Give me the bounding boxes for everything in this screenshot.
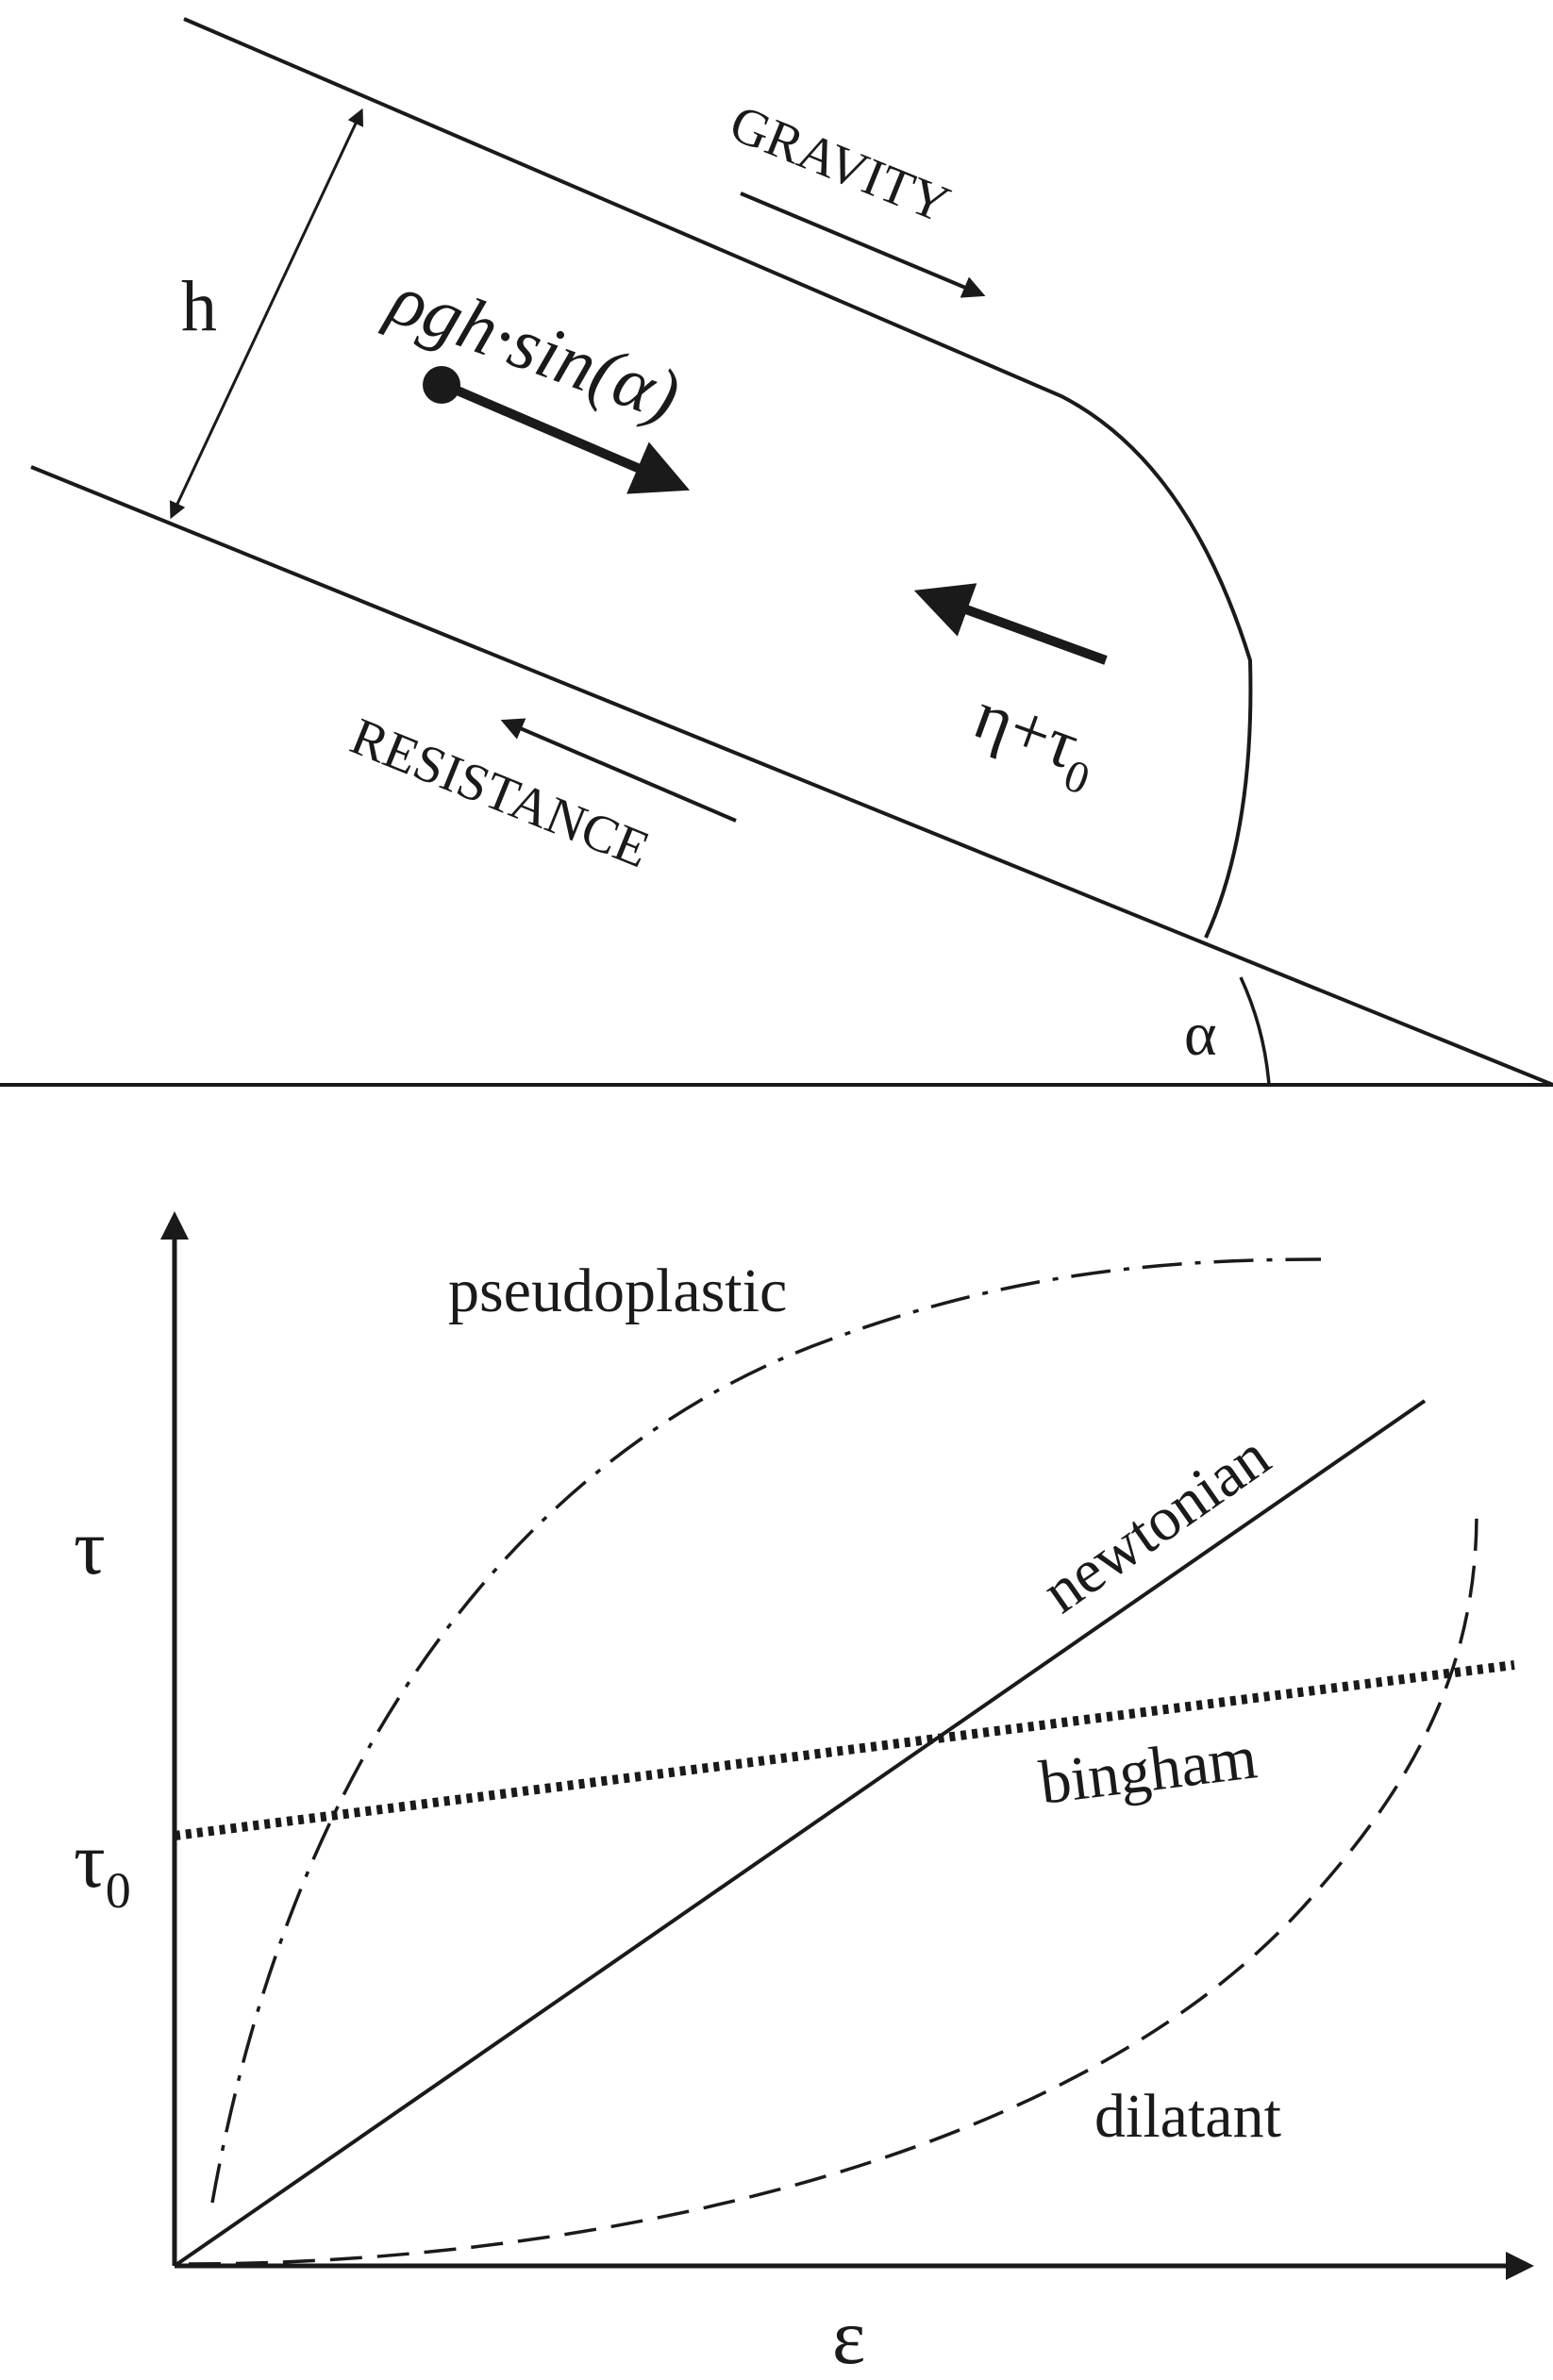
gravity-arrow (740, 191, 986, 298)
y-axis-label: τ (74, 1504, 106, 1591)
slope-bed-line (30, 465, 1553, 1087)
gravity-label: GRAVITY (722, 94, 958, 235)
slope-angle-label: α (1184, 1000, 1217, 1069)
y-tick-label-tau0: τ0 (74, 1817, 131, 1919)
y-tick-subscript: 0 (106, 1862, 131, 1919)
series-pseudoplastic-label: pseudoplastic (448, 1257, 787, 1325)
y-tick-base: τ (74, 1817, 106, 1905)
slope-flow-diagram: α h GRAVITY ρgh·sin(α) η+τ0 RESISTANCE (0, 17, 1553, 1087)
series-bingham-label: bingham (1036, 1723, 1261, 1818)
series-dilatant-line (188, 1513, 1478, 2266)
slope-angle-arc (1239, 976, 1271, 1086)
driving-stress-label: ρgh·sin(α) (377, 257, 690, 437)
driving-stress-arrow (451, 384, 691, 494)
height-label: h (181, 267, 217, 346)
flow-top-surface (183, 17, 1253, 939)
resisting-stress-arrow (913, 583, 1108, 665)
height-arrow (169, 108, 364, 520)
series-dilatant-label: dilatant (1094, 2082, 1281, 2151)
resisting-stress-label: η+τ0 (960, 676, 1110, 805)
rheology-chart: τ ε τ0 pseudoplastic newtonian bingham d… (74, 1211, 1534, 2380)
resistance-label: RESISTANCE (342, 707, 658, 880)
series-bingham-line (174, 1660, 1515, 1840)
resistance-arrow (500, 718, 737, 823)
series-pseudoplastic-line (210, 1257, 1322, 2204)
x-axis-label: ε (832, 2293, 865, 2380)
force-origin-dot (423, 366, 460, 404)
series-newtonian-line (173, 1399, 1427, 2268)
